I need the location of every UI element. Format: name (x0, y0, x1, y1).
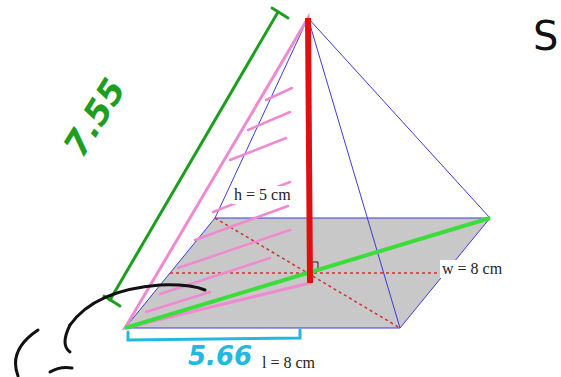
slant-dimension (104, 8, 288, 306)
heading-fragment: S (533, 14, 558, 58)
half-diagonal-value: 5.66 (188, 342, 252, 371)
width-dimension: w = 8 cm (440, 260, 504, 278)
height-dimension: h = 5 cm (232, 186, 293, 204)
pyramid-edge (308, 18, 490, 218)
height-line (308, 18, 310, 283)
pen-marks (16, 285, 206, 376)
slant-height-value: 7.55 (57, 73, 133, 164)
pyramid-edge (215, 18, 308, 218)
length-dimension: l = 8 cm (262, 354, 315, 372)
half-diagonal-bracket (128, 330, 300, 340)
pyramid-edge (308, 18, 400, 328)
